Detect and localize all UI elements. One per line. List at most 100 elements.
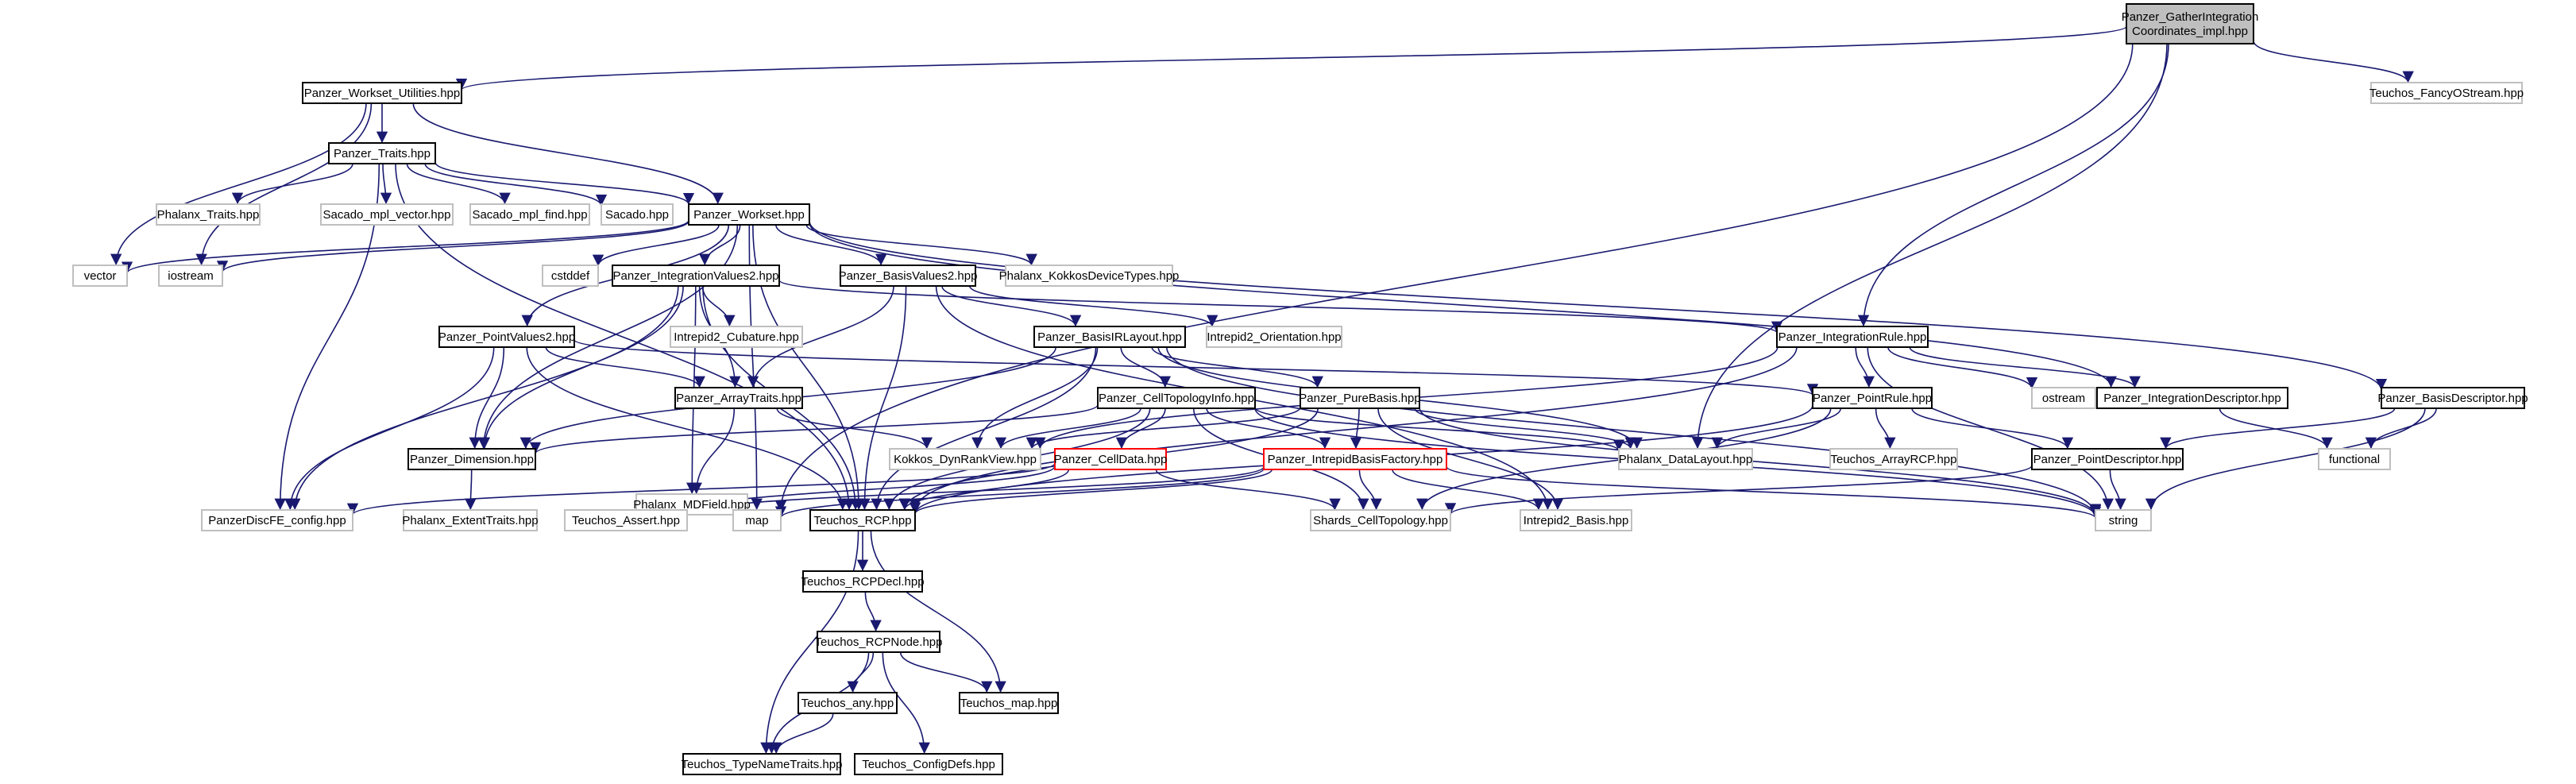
node-traits-box [328, 142, 436, 164]
node-configdefs[interactable]: Teuchos_ConfigDefs.hpp [854, 753, 1003, 775]
node-arraytraits-box [674, 387, 803, 409]
node-workset_util-box [302, 82, 462, 104]
node-purebasis[interactable]: Panzer_PureBasis.hpp [1299, 387, 1421, 409]
edge-root-to-intrule [1857, 43, 2169, 327]
node-pointdesc[interactable]: Panzer_PointDescriptor.hpp [2031, 448, 2184, 470]
edge-basisfactory-to-assert [682, 465, 1265, 516]
edge-celltopo-to-celldata [1115, 407, 1166, 450]
node-fancy-label-0: Teuchos_FancyOStream.hpp [2369, 87, 2524, 100]
node-ostream[interactable]: ostream [2031, 387, 2096, 409]
edge-root-to-datalayout [1691, 43, 2168, 450]
node-datalayout-label-0: Phalanx_DataLayout.hpp [1619, 453, 1752, 466]
node-sacado[interactable]: Sacado.hpp [601, 203, 674, 226]
node-cstddef[interactable]: cstddef [542, 265, 599, 287]
edge-basisfactory-to-shards [1358, 469, 1382, 511]
edge-traits-to-discfe [274, 163, 380, 511]
edge-arraytraits-to-mdfield [690, 407, 736, 495]
node-functional[interactable]: functional [2318, 448, 2391, 470]
edge-pointrule-to-datalayout [1711, 407, 1842, 450]
node-basisfactory-label-0: Panzer_IntrepidBasisFactory.hpp [1268, 453, 1443, 466]
node-basisir[interactable]: Panzer_BasisIRLayout.hpp [1033, 326, 1186, 348]
node-cubature[interactable]: Intrepid2_Cubature.hpp [670, 326, 803, 348]
edge-rcp-to-tmap [870, 530, 1006, 693]
node-rcpdecl[interactable]: Teuchos_RCPDecl.hpp [801, 570, 925, 593]
node-workset-label-0: Panzer_Workset.hpp [693, 208, 805, 222]
node-basisval2-label-0: Panzer_BasisValues2.hpp [839, 269, 978, 283]
node-basisfactory[interactable]: Panzer_IntrepidBasisFactory.hpp [1263, 448, 1447, 470]
edge-rcpnode-to-configdefs [882, 651, 930, 755]
node-dimension[interactable]: Panzer_Dimension.hpp [407, 448, 536, 470]
node-discfe[interactable]: PanzerDiscFE_config.hpp [201, 509, 353, 531]
node-kokkos_dev[interactable]: Phalanx_KokkosDeviceTypes.hpp [999, 265, 1180, 287]
node-iostream-label-0: iostream [168, 269, 214, 283]
node-intbasis-label-0: Intrepid2_Basis.hpp [1524, 514, 1629, 527]
node-traits-label-0: Panzer_Traits.hpp [334, 147, 431, 160]
node-phalanx_traits-label-0: Phalanx_Traits.hpp [157, 208, 260, 222]
node-tmap[interactable]: Teuchos_map.hpp [959, 692, 1059, 714]
node-purebasis-label-0: Panzer_PureBasis.hpp [1299, 392, 1420, 405]
node-shards-label-0: Shards_CellTopology.hpp [1313, 514, 1448, 527]
edge-basisval2-to-basisir [941, 285, 1082, 327]
node-sacado_find[interactable]: Sacado_mpl_find.hpp [469, 203, 590, 226]
node-rcpdecl-label-0: Teuchos_RCPDecl.hpp [801, 575, 924, 589]
node-tmap-label-0: Teuchos_map.hpp [960, 697, 1058, 710]
node-extent[interactable]: Phalanx_ExtentTraits.hpp [402, 509, 539, 531]
node-arrayrcp[interactable]: Teuchos_ArrayRCP.hpp [1829, 448, 1958, 470]
node-phalanx_traits[interactable]: Phalanx_Traits.hpp [156, 203, 261, 226]
node-workset_util[interactable]: Panzer_Workset_Utilities.hpp [302, 82, 462, 104]
node-intval2[interactable]: Panzer_IntegrationValues2.hpp [612, 265, 780, 287]
node-basisdesc[interactable]: Panzer_BasisDescriptor.hpp [2377, 387, 2528, 409]
node-celltopo[interactable]: Panzer_CellTopologyInfo.hpp [1097, 387, 1256, 409]
node-celldata[interactable]: Panzer_CellData.hpp [1054, 448, 1168, 470]
node-datalayout[interactable]: Phalanx_DataLayout.hpp [1618, 448, 1753, 470]
edge-workset-to-intdesc [809, 222, 2117, 388]
node-basisval2[interactable]: Panzer_BasisValues2.hpp [839, 265, 978, 287]
node-fancy[interactable]: Teuchos_FancyOStream.hpp [2369, 82, 2524, 104]
node-map[interactable]: map [732, 509, 782, 531]
edge-dimension-to-extent [465, 469, 477, 511]
node-configdefs-box [854, 753, 1003, 775]
edge-basisfactory-to-rcp [910, 469, 1273, 515]
node-typename[interactable]: Teuchos_TypeNameTraits.hpp [682, 753, 843, 775]
node-any[interactable]: Teuchos_any.hpp [798, 692, 898, 714]
node-orientation[interactable]: Intrepid2_Orientation.hpp [1206, 326, 1342, 348]
node-vector[interactable]: vector [72, 265, 128, 287]
node-purebasis-box [1300, 387, 1420, 409]
node-intbasis[interactable]: Intrepid2_Basis.hpp [1520, 509, 1632, 531]
node-shards[interactable]: Shards_CellTopology.hpp [1310, 509, 1451, 531]
edge-purebasis-to-string [1419, 407, 2102, 516]
node-iostream[interactable]: iostream [158, 265, 223, 287]
node-basisdesc-label-0: Panzer_BasisDescriptor.hpp [2377, 392, 2528, 405]
node-rcpnode[interactable]: Teuchos_RCPNode.hpp [815, 631, 943, 653]
node-string-label-0: string [2109, 514, 2138, 527]
edge-pointrule-to-arrayrcp [1875, 407, 1896, 450]
node-root[interactable]: Panzer_GatherIntegrationCoordinates_impl… [2122, 3, 2259, 44]
edge-root-to-fancy [2253, 41, 2414, 83]
edge-rcp-to-typename [760, 530, 859, 755]
node-intrule[interactable]: Panzer_IntegrationRule.hpp [1776, 326, 1929, 348]
node-assert-label-0: Teuchos_Assert.hpp [572, 514, 680, 527]
edge-any-to-typename [770, 713, 834, 755]
edge-root-to-workset_util [456, 25, 2127, 91]
node-pointrule[interactable]: Panzer_PointRule.hpp [1812, 387, 1933, 409]
node-pointval2[interactable]: Panzer_PointValues2.hpp [438, 326, 575, 348]
node-kokkos_view[interactable]: Kokkos_DynRankView.hpp [889, 448, 1041, 470]
edge-basisval2-to-arraytraits [747, 285, 894, 388]
node-sacado_vec[interactable]: Sacado_mpl_vector.hpp [320, 203, 454, 226]
node-celltopo-box [1097, 387, 1256, 409]
node-shards-box [1310, 509, 1451, 531]
node-rcp[interactable]: Teuchos_RCP.hpp [809, 509, 916, 531]
edge-basisdesc-to-string [2145, 407, 2426, 511]
node-kokkos_view-box [889, 448, 1041, 470]
node-assert[interactable]: Teuchos_Assert.hpp [564, 509, 688, 531]
node-string[interactable]: string [2095, 509, 2152, 531]
node-arraytraits[interactable]: Panzer_ArrayTraits.hpp [674, 387, 803, 409]
node-traits[interactable]: Panzer_Traits.hpp [328, 142, 436, 164]
node-any-box [798, 692, 898, 714]
node-intdesc[interactable]: Panzer_IntegrationDescriptor.hpp [2096, 387, 2288, 409]
edge-pointrule-to-pointdesc [1911, 407, 2074, 450]
edge-traits-to-sacado [424, 163, 608, 207]
node-cubature-label-0: Intrepid2_Cubature.hpp [674, 330, 799, 344]
edge-workset_util-to-vector [110, 102, 367, 266]
node-workset[interactable]: Panzer_Workset.hpp [688, 203, 810, 226]
